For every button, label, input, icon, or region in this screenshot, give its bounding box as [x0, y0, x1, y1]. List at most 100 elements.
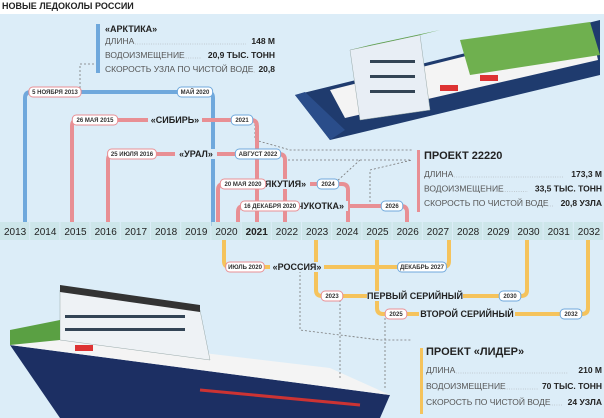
- date-text: 16 ДЕКАБРЯ 2020: [244, 204, 297, 210]
- spec-value: 20,8 УЗЛА: [561, 198, 602, 208]
- year-cell: [332, 222, 362, 240]
- year-cell: [241, 222, 271, 240]
- spec-value: 173,3 М: [571, 169, 602, 179]
- name-bg: [270, 262, 324, 272]
- year-cell: [120, 222, 150, 240]
- year-label: 2024: [336, 227, 359, 238]
- date-text: ДЕКАБРЬ 2027: [400, 265, 445, 271]
- year-cell: [271, 222, 301, 240]
- date-pill: [498, 290, 522, 302]
- date-text: АВГУСТ 2022: [239, 152, 278, 158]
- date-pill: [71, 114, 119, 126]
- year-label: 2030: [517, 227, 540, 238]
- project-lider-title: ПРОЕКТ «ЛИДЕР»: [426, 346, 524, 358]
- project-22220-title: ПРОЕКТ 22220: [424, 150, 502, 162]
- ship-name: «ЯКУТИЯ»: [260, 179, 306, 189]
- spec-label: СКОРОСТЬ ПО ЧИСТОЙ ВОДЕ: [426, 396, 551, 407]
- date-pill: [219, 178, 267, 190]
- year-label: 2023: [306, 227, 329, 238]
- ship-name: «ЧУКОТКА»: [292, 201, 344, 211]
- year-label: 2016: [95, 227, 118, 238]
- date-pill: [397, 261, 447, 273]
- year-cell: [513, 222, 543, 240]
- spec-value: 148 М: [251, 36, 275, 46]
- name-bg: [256, 179, 310, 189]
- spec-label: СКОРОСТЬ ПО ЧИСТОЙ ВОДЕ: [424, 197, 549, 208]
- date-pill: [384, 308, 408, 320]
- date-text: 2032: [564, 312, 578, 318]
- year-cell: [453, 222, 483, 240]
- date-text: ИЮЛЬ 2020: [228, 265, 262, 271]
- year-label: 2029: [487, 227, 510, 238]
- year-cell: [573, 222, 603, 240]
- year-cell: [392, 222, 422, 240]
- lider-ship-illustration: [10, 285, 390, 418]
- spec-value: 70 ТЫС. ТОНН: [542, 381, 602, 391]
- arktika-ship-illustration: [295, 20, 600, 140]
- name-bg: [288, 201, 348, 211]
- year-label: 2031: [548, 227, 571, 238]
- date-text: 2030: [503, 294, 517, 300]
- year-label: 2019: [185, 227, 208, 238]
- date-text: 2026: [385, 204, 399, 210]
- name-bg: [367, 291, 463, 301]
- line-arktika: [23, 90, 215, 226]
- year-cell: [422, 222, 452, 240]
- ship-name: ПЕРВЫЙ СЕРИЙНЫЙ: [367, 290, 463, 301]
- date-text: МАЙ 2020: [181, 88, 210, 96]
- year-label: 2022: [276, 227, 299, 238]
- date-text: 2024: [321, 182, 335, 188]
- name-bg: [419, 309, 515, 319]
- year-cell: [181, 222, 211, 240]
- year-cell: [302, 222, 332, 240]
- date-pill: [316, 178, 340, 190]
- date-pill: [28, 86, 82, 98]
- spec-label: ВОДОИЗМЕЩЕНИЕ: [424, 184, 504, 194]
- name-bg: [175, 149, 217, 159]
- page-title: НОВЫЕ ЛЕДОКОЛЫ РОССИИ: [2, 1, 134, 11]
- year-label: 2028: [457, 227, 480, 238]
- year-cell: [483, 222, 513, 240]
- year-cell: [151, 222, 181, 240]
- date-pill: [225, 261, 265, 273]
- spec-label: ДЛИНА: [105, 36, 135, 46]
- spec-label: ДЛИНА: [426, 365, 456, 375]
- year-label: 2020: [215, 227, 238, 238]
- date-pill: [234, 148, 282, 160]
- year-cell: [90, 222, 120, 240]
- year-cell: [30, 222, 60, 240]
- year-cell: [60, 222, 90, 240]
- year-label: 2018: [155, 227, 178, 238]
- date-pill: [176, 86, 214, 98]
- year-label: 2032: [578, 227, 601, 238]
- date-pill: [380, 200, 404, 212]
- spec-value: 210 М: [578, 365, 602, 375]
- date-pill: [107, 148, 157, 160]
- year-label: 2017: [125, 227, 148, 238]
- year-label: 2025: [366, 227, 389, 238]
- spec-value: 33,5 ТЫС. ТОНН: [535, 184, 602, 194]
- year-label: 2021: [246, 227, 269, 238]
- ship-name: ВТОРОЙ СЕРИЙНЫЙ: [420, 308, 514, 319]
- year-label: 2015: [64, 227, 87, 238]
- name-bg: [148, 115, 202, 125]
- year-cell: [211, 222, 241, 240]
- year-label: 2026: [397, 227, 420, 238]
- date-text: 26 МАЯ 2015: [77, 118, 115, 124]
- date-pill: [230, 114, 254, 126]
- year-cell: [543, 222, 573, 240]
- project-22220-specs: ПРОЕКТ 22220 ДЛИНА 173,3 М ВОДОИЗМЕЩЕНИЕ 33…: [417, 150, 602, 212]
- year-cell: [362, 222, 392, 240]
- date-pill: [320, 290, 344, 302]
- ship-name: «УРАЛ»: [179, 149, 213, 159]
- date-text: 25 ИЮЛЯ 2016: [111, 152, 154, 158]
- ship-name: «РОССИЯ»: [273, 262, 322, 272]
- date-text: 5 НОЯБРЯ 2013: [32, 90, 78, 96]
- spec-label: ДЛИНА: [424, 169, 454, 179]
- date-text: 2023: [325, 294, 339, 300]
- year-label: 2014: [34, 227, 57, 238]
